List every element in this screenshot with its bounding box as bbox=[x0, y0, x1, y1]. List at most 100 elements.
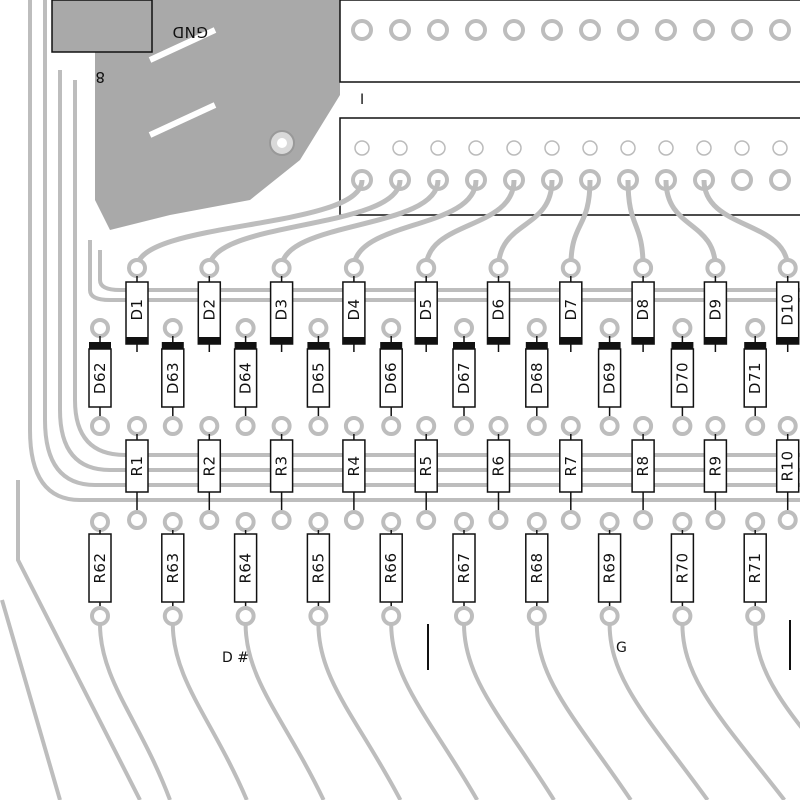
resistor-r71-label: R71 bbox=[746, 552, 764, 583]
component-pad bbox=[633, 416, 654, 436]
component-pad bbox=[599, 416, 620, 436]
component-pad bbox=[599, 318, 620, 338]
component-pad bbox=[381, 606, 402, 626]
connector-strip-top bbox=[339, 0, 800, 83]
resistor-r8-label: R8 bbox=[634, 456, 652, 477]
strip-pad bbox=[617, 19, 639, 41]
diode-d62-label: D62 bbox=[91, 362, 109, 394]
resistor-r71: R71 bbox=[743, 533, 767, 603]
diode-d66-label: D66 bbox=[382, 362, 400, 394]
diode-d5: D5 bbox=[414, 281, 438, 345]
resistor-r10-label: R10 bbox=[779, 450, 797, 481]
strip-pad bbox=[544, 140, 560, 156]
diode-d63-label: D63 bbox=[164, 362, 182, 394]
resistor-r6-label: R6 bbox=[490, 456, 508, 477]
diode-d67: D67 bbox=[452, 342, 476, 408]
strip-pad bbox=[351, 19, 373, 41]
component-pad bbox=[488, 510, 509, 530]
output-trace bbox=[462, 623, 556, 800]
component-pad bbox=[235, 512, 256, 532]
component-pad bbox=[745, 318, 766, 338]
component-pad bbox=[199, 416, 220, 436]
output-traces bbox=[98, 623, 800, 800]
component-pad bbox=[599, 606, 620, 626]
strip-pad bbox=[620, 140, 636, 156]
strip-pad bbox=[541, 19, 563, 41]
component-pad bbox=[777, 416, 798, 436]
fan-trace bbox=[701, 179, 791, 269]
d-sharp-label: D # bbox=[222, 650, 249, 666]
strip-pad bbox=[506, 140, 522, 156]
strip-pad bbox=[769, 169, 791, 191]
resistor-r2-label: R2 bbox=[200, 456, 218, 477]
strip-pad bbox=[772, 140, 788, 156]
component-pad bbox=[705, 416, 726, 436]
output-trace bbox=[316, 623, 403, 800]
resistor-r8: R8 bbox=[631, 439, 655, 493]
component-pad bbox=[705, 510, 726, 530]
strip-pad bbox=[468, 140, 484, 156]
component-pad bbox=[416, 510, 437, 530]
component-pad bbox=[454, 512, 474, 532]
resistor-r3: R3 bbox=[269, 439, 294, 493]
component-pad bbox=[488, 416, 509, 436]
resistor-r5-label: R5 bbox=[417, 456, 435, 477]
component-pad bbox=[127, 416, 147, 436]
gnd-label: GND bbox=[172, 23, 208, 41]
diode-d8-label: D8 bbox=[634, 298, 652, 320]
component-pad bbox=[560, 416, 581, 436]
component-pad bbox=[235, 318, 256, 338]
fan-trace bbox=[625, 179, 646, 269]
strip-pad bbox=[503, 19, 525, 41]
strip-pad bbox=[582, 140, 598, 156]
strip-pad bbox=[389, 19, 411, 41]
component-pad bbox=[454, 606, 474, 626]
component-pad bbox=[235, 416, 256, 436]
resistor-r62-label: R62 bbox=[91, 552, 109, 583]
connector-strip-bottom bbox=[339, 117, 800, 216]
strip-pad bbox=[731, 19, 753, 41]
diode-d70-label: D70 bbox=[673, 362, 691, 394]
diode-d9: D9 bbox=[703, 281, 728, 345]
component-pad bbox=[745, 512, 766, 532]
diode-d5-label: D5 bbox=[417, 298, 435, 320]
component-pad bbox=[560, 510, 581, 530]
component-pad bbox=[343, 416, 364, 436]
component-pad bbox=[560, 258, 581, 278]
resistor-r70: R70 bbox=[670, 533, 695, 603]
diode-d6-label: D6 bbox=[490, 298, 508, 320]
component-pad bbox=[127, 510, 147, 530]
resistor-r4-label: R4 bbox=[345, 456, 363, 477]
diode-d4-label: D4 bbox=[345, 298, 363, 320]
g-label: G bbox=[616, 640, 627, 656]
diode-d65-label: D65 bbox=[309, 362, 327, 394]
diode-d1-label: D1 bbox=[128, 298, 146, 320]
resistor-r64-label: R64 bbox=[237, 552, 255, 583]
component-pad bbox=[705, 258, 726, 278]
diode-d66: D66 bbox=[379, 342, 403, 408]
component-pad bbox=[526, 606, 547, 626]
component-pad bbox=[199, 510, 220, 530]
component-pad bbox=[526, 512, 547, 532]
diode-d69-label: D69 bbox=[601, 362, 619, 394]
component-pad bbox=[672, 318, 693, 338]
output-trace bbox=[98, 623, 172, 800]
diode-d8: D8 bbox=[631, 281, 655, 345]
component-pad bbox=[308, 512, 329, 532]
resistor-r63: R63 bbox=[161, 533, 185, 603]
component-pad bbox=[90, 606, 110, 626]
fan-out-traces bbox=[134, 179, 791, 269]
fan-trace bbox=[134, 179, 365, 269]
resistor-r5: R5 bbox=[414, 439, 438, 493]
diode-d10: D10 bbox=[775, 281, 800, 345]
output-trace bbox=[389, 623, 479, 800]
component-pad bbox=[308, 606, 329, 626]
resistor-r9: R9 bbox=[703, 439, 728, 493]
diode-d3: D3 bbox=[269, 281, 294, 345]
resistor-r3-label: R3 bbox=[273, 456, 291, 477]
diode-d62: D62 bbox=[88, 342, 112, 408]
ground-slot-1 bbox=[148, 27, 217, 63]
connector-pads bbox=[351, 19, 791, 191]
gnd-connector-box bbox=[51, 0, 153, 53]
